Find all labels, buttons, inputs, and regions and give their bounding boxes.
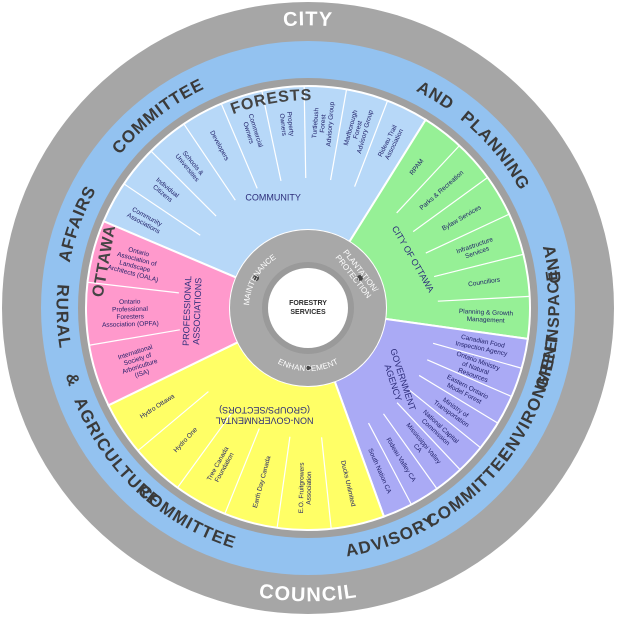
- outer-word-12: RURAL: [52, 284, 74, 350]
- member-divider: [396, 145, 460, 214]
- member-divider: [412, 177, 488, 233]
- member-divider: [150, 150, 217, 217]
- member-divider: [183, 123, 236, 201]
- member-divider: [87, 281, 179, 294]
- member-city-of-ottawa-5: Planning & GrowthManagement: [458, 308, 513, 325]
- member-divider: [426, 359, 512, 398]
- member-divider: [123, 183, 201, 236]
- member-divider: [367, 422, 412, 505]
- outer-word-11: &: [62, 371, 84, 389]
- member-divider: [89, 329, 180, 346]
- member-professional-associations-1: OntarioProfessionalForestersAssociation …: [101, 298, 158, 329]
- sector-label-professional-associations: PROFESSIONALASSOCIATIONS: [181, 276, 204, 347]
- sector-professional-associations[interactable]: InternationalSociety ofArboriculture(ISA…: [85, 219, 240, 407]
- member-divider: [137, 391, 209, 452]
- member-non-governmental-groups-1: E.O. FruitgrowersAssociation: [298, 462, 313, 514]
- member-divider: [354, 100, 389, 187]
- hub-dot-left: [253, 275, 260, 281]
- member-divider: [220, 103, 258, 189]
- member-divider: [224, 428, 260, 515]
- member-divider: [432, 342, 522, 369]
- member-divider: [418, 374, 499, 424]
- member-divider: [433, 253, 524, 278]
- member-divider: [383, 413, 438, 490]
- member-community-5: PropertyOwners: [278, 111, 295, 138]
- hub-dot-right: [305, 365, 311, 371]
- member-divider: [303, 86, 307, 179]
- member-divider: [437, 295, 530, 302]
- sector-label-community: COMMUNITY: [245, 193, 301, 203]
- member-divider: [261, 90, 282, 181]
- member-city-of-ottawa-4: Councillors: [468, 277, 502, 289]
- member-divider: [425, 213, 510, 254]
- sectors-layer: CommunityAssociationsIndividualCitizensS…: [85, 85, 531, 531]
- member-divider: [276, 436, 291, 528]
- hub-dot-top: [356, 275, 363, 281]
- sector-community[interactable]: CommunityAssociationsIndividualCitizensS…: [102, 85, 428, 279]
- member-divider: [329, 89, 348, 181]
- member-divider: [177, 412, 233, 488]
- hub-center-disc: [268, 268, 348, 348]
- outer-word-0: CITY: [283, 8, 334, 31]
- member-divider: [320, 437, 332, 529]
- member-community-6: TurtlebushForestAdvisory Group: [311, 100, 336, 147]
- sector-label-non-governmental-groups: NON-GOVERNMENTAL(GROUPS/SECTORS): [216, 405, 314, 425]
- outer-word-8: COUNCIL: [258, 580, 359, 606]
- member-divider: [396, 402, 461, 471]
- member-divider: [408, 389, 481, 449]
